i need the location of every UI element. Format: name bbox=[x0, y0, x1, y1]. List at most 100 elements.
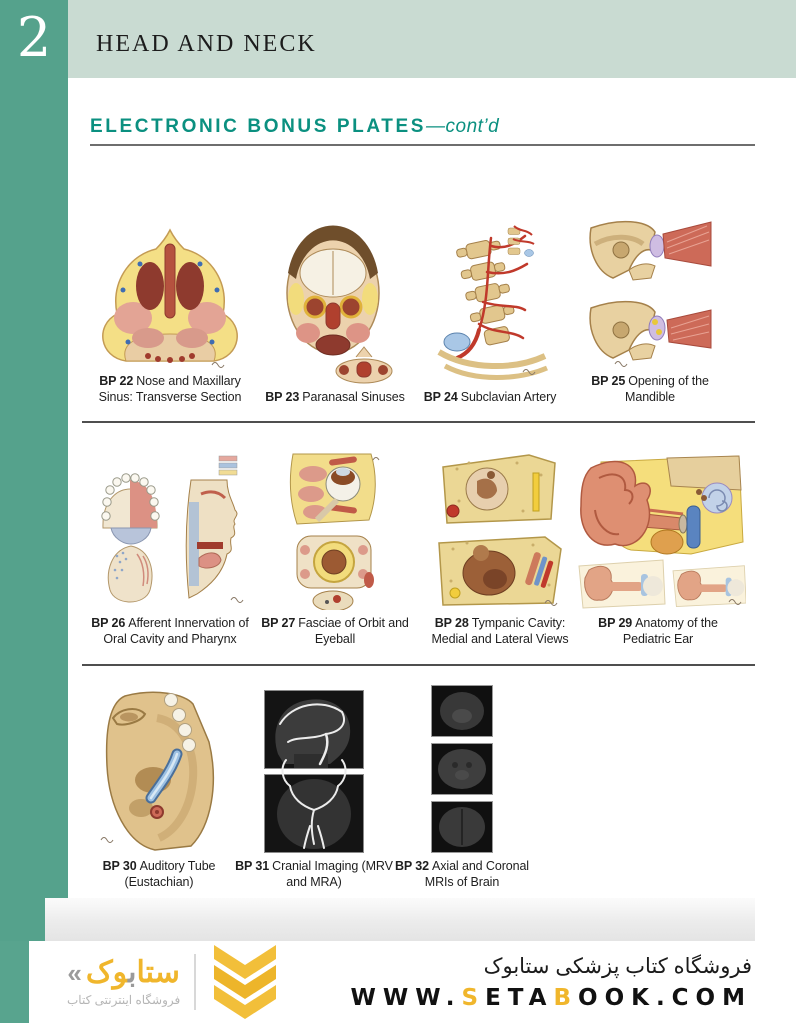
artist-signature bbox=[544, 600, 557, 606]
plate-label: BP 29 bbox=[598, 616, 633, 630]
plate-label: BP 28 bbox=[434, 616, 469, 630]
bp30-illustration bbox=[97, 683, 222, 853]
section-heading-text: ELECTRONIC BONUS PLATES bbox=[90, 116, 427, 137]
chapter-tab-bottom-strip bbox=[0, 941, 29, 1023]
paranasal-sinuses-illustration bbox=[286, 225, 393, 384]
plate-title: Afferent Innervation of Oral Cavity and … bbox=[103, 616, 249, 647]
artist-signature bbox=[522, 369, 535, 376]
artist-signature bbox=[211, 362, 225, 368]
subclavian-artery-illustration bbox=[436, 225, 548, 381]
triple-chevron-down-icon bbox=[214, 945, 277, 1019]
row-divider bbox=[82, 664, 755, 666]
brain-mri-scan bbox=[431, 685, 493, 853]
url-accent-b: B bbox=[553, 984, 579, 1011]
bp31-illustration bbox=[264, 683, 364, 853]
plate-title: Anatomy of the Pediatric Ear bbox=[622, 616, 718, 647]
logo-wordmark: ستابوک bbox=[85, 956, 180, 989]
oral-cavity-innervation-illustration bbox=[100, 455, 243, 603]
orbit-fasciae-illustration bbox=[289, 453, 380, 610]
store-url: WWW.SETABOOK.COM bbox=[350, 984, 752, 1011]
cranial-mrv-mra-scan bbox=[264, 690, 364, 853]
page-bottom-shadow bbox=[45, 898, 755, 941]
nose-transverse-section-illustration bbox=[102, 228, 238, 368]
section-heading: ELECTRONIC BONUS PLATES—cont’d bbox=[90, 116, 499, 138]
setabook-logo: « ستابوک فروشگاه اینترنتی کتاب bbox=[67, 945, 280, 1019]
plate-label: BP 26 bbox=[91, 616, 126, 630]
row-divider bbox=[82, 421, 755, 423]
bp25-illustration bbox=[585, 200, 715, 368]
plate-title: Tympanic Cavity: Medial and Lateral View… bbox=[431, 616, 569, 647]
plate-title: Axial and Coronal MRIs of Brain bbox=[424, 859, 529, 890]
auditory-tube-illustration bbox=[100, 691, 214, 851]
artist-signature bbox=[614, 361, 628, 367]
plate-title: Cranial Imaging (MRV and MRA) bbox=[272, 859, 393, 890]
plate-title: Auditory Tube (Eustachian) bbox=[124, 859, 216, 890]
plate-title: Subclavian Artery bbox=[460, 390, 557, 405]
chapter-header-band: HEAD AND NECK bbox=[68, 0, 796, 78]
logo-guillemet: « bbox=[67, 957, 82, 988]
plate-label: BP 32 bbox=[395, 859, 430, 873]
artist-signature bbox=[728, 599, 741, 605]
plate-label: BP 27 bbox=[261, 616, 296, 630]
artist-signature bbox=[100, 837, 113, 843]
plate-label: BP 24 bbox=[423, 390, 458, 405]
chapter-tab: 2 bbox=[0, 0, 68, 941]
heading-underline bbox=[90, 144, 755, 146]
plate-label: BP 25 bbox=[591, 374, 626, 388]
store-text-block: فروشگاه کتاب پزشکی ستابوک WWW.SETABOOK.C… bbox=[351, 954, 753, 1011]
logo-wordmark-block: « ستابوک فروشگاه اینترنتی کتاب bbox=[67, 958, 180, 1007]
pediatric-ear-illustration bbox=[577, 455, 746, 609]
bp32-illustration bbox=[431, 683, 493, 853]
bp26-illustration bbox=[93, 445, 248, 610]
logo-tagline: فروشگاه اینترنتی کتاب bbox=[67, 992, 181, 1007]
url-accent-s: S bbox=[461, 984, 486, 1011]
plate-label: BP 31 bbox=[235, 859, 270, 873]
bookstore-footer: « ستابوک فروشگاه اینترنتی کتاب فروشگاه ک… bbox=[29, 941, 796, 1023]
mandible-opening-illustration bbox=[589, 220, 712, 367]
bp22-illustration bbox=[100, 200, 240, 368]
logo-divider bbox=[194, 954, 197, 1010]
chapter-title: HEAD AND NECK bbox=[96, 30, 317, 57]
plate-title: Opening of the Mandible bbox=[625, 374, 709, 405]
artist-signature bbox=[372, 457, 380, 461]
plate-title: Nose and Maxillary Sinus: Transverse Sec… bbox=[98, 374, 242, 405]
plate-title: Fasciae of Orbit and Eyeball bbox=[298, 616, 409, 647]
bp29-illustration bbox=[571, 445, 746, 610]
store-title: فروشگاه کتاب پزشکی ستابوک bbox=[483, 954, 752, 978]
plate-title: Paranasal Sinuses bbox=[302, 390, 405, 405]
section-heading-suffix: —cont’d bbox=[426, 116, 500, 137]
bp23-illustration bbox=[270, 216, 400, 384]
bp27-illustration bbox=[285, 445, 385, 610]
bp24-illustration bbox=[423, 216, 558, 384]
artist-signature bbox=[230, 597, 243, 603]
chapter-number: 2 bbox=[16, 6, 52, 69]
plate-label: BP 22 bbox=[99, 374, 134, 388]
plate-label: BP 23 bbox=[265, 390, 300, 405]
tympanic-cavity-illustration bbox=[437, 454, 562, 606]
